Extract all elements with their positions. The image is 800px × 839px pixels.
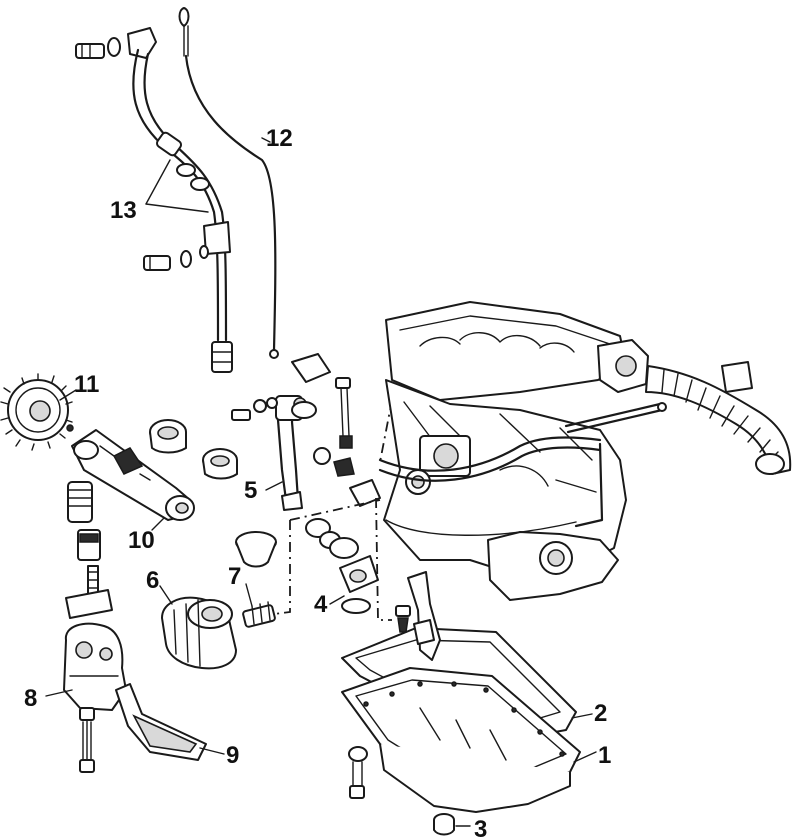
callout-7: 7 [228,563,241,590]
callout-5: 5 [244,477,257,504]
relief-valve-housing [305,518,379,614]
callout-4: 4 [314,591,328,618]
callout-1: 1 [598,742,611,769]
callout-2: 2 [594,700,607,727]
callout-10: 10 [128,527,155,554]
callout-leaders [45,137,597,827]
camshaft-sprocket [0,373,73,451]
intermediate-shaft [66,424,195,521]
engine-block [378,301,667,601]
callout-13: 13 [110,197,137,224]
oil-pickup-pipe [395,571,441,661]
oil-cooler-cup [235,531,277,568]
assembly-center-lines [273,399,393,621]
dipstick-guide-tube [75,27,233,373]
oil-filter [161,596,237,670]
callout-3: 3 [474,816,487,839]
oil-filter-bracket [231,353,381,511]
oil-pickup-strainer [115,683,207,761]
filter-thread-adapter [242,601,276,628]
bearing-shell-upper [149,419,187,454]
oil-dipstick [178,7,279,359]
callout-8: 8 [24,685,37,712]
drain-plug [433,813,455,836]
oil-pan [341,667,581,813]
oil-pump [63,565,127,773]
air-intake-hose [645,361,792,475]
oil-pump-drive-gear [67,481,101,561]
callout-labels: 1 2 3 4 5 6 7 8 9 10 11 12 13 [24,125,611,839]
bearing-shell-lower [202,448,238,480]
callout-6: 6 [146,567,159,594]
callout-12: 12 [266,125,293,152]
callout-11: 11 [74,371,99,398]
callout-9: 9 [226,742,239,769]
